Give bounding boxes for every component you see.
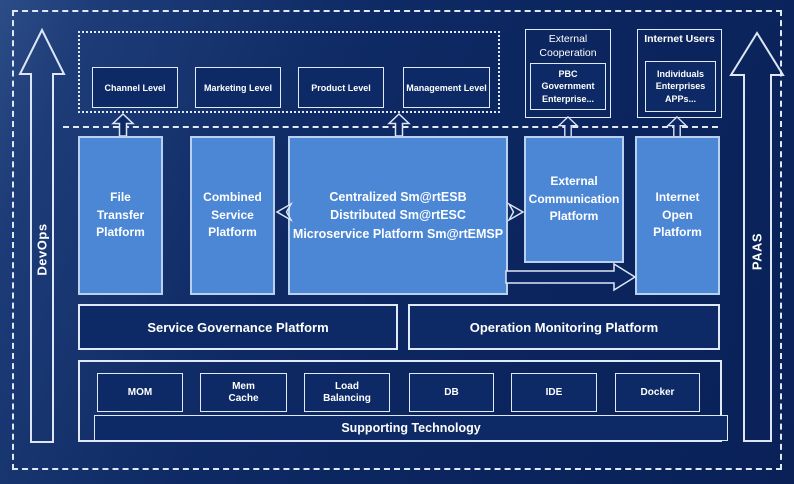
supporting-technology-container xyxy=(78,360,722,442)
file-transfer-platform-box: File Transfer Platform xyxy=(78,136,163,295)
right-chevron-arrow xyxy=(507,202,525,222)
management-level-box: Management Level xyxy=(403,67,490,108)
external-cooperation-title: External Cooperation xyxy=(539,33,597,59)
business-levels-container xyxy=(78,31,500,113)
db-box: DB xyxy=(409,373,494,412)
esb-platform-box: Centralized Sm@rtESB Distributed Sm@rtES… xyxy=(288,136,508,295)
esb-to-internet-open-arrow xyxy=(505,262,637,292)
channel-level-box: Channel Level xyxy=(92,67,178,108)
outer-dashed-frame xyxy=(12,10,782,470)
devops-up-arrow xyxy=(18,27,66,443)
mom-box: MOM xyxy=(97,373,183,412)
left-chevron-arrow xyxy=(275,202,293,222)
external-communication-platform-box: External Communication Platform xyxy=(524,136,624,263)
internet-users-title: Internet Users xyxy=(644,33,715,45)
combined-service-platform-box: Combined Service Platform xyxy=(190,136,275,295)
external-communication-up-arrow xyxy=(557,115,579,138)
load-balancing-box: Load Balancing xyxy=(304,373,390,412)
internet-users-group: Internet Users Individuals Enterprises A… xyxy=(637,29,722,118)
docker-box: Docker xyxy=(615,373,700,412)
file-transfer-up-arrow xyxy=(111,112,135,137)
devops-rail-label: DevOps xyxy=(34,223,50,276)
operation-monitoring-platform-box: Operation Monitoring Platform xyxy=(408,304,720,350)
supporting-technology-bar: Supporting Technology xyxy=(94,415,728,441)
paas-rail-label: PAAS xyxy=(749,232,765,271)
paas-up-arrow xyxy=(729,31,785,442)
esb-up-arrow xyxy=(387,112,411,137)
product-level-box: Product Level xyxy=(298,67,384,108)
ide-box: IDE xyxy=(511,373,597,412)
internet-open-up-arrow xyxy=(666,115,688,138)
external-cooperation-group: External Cooperation PBC Government Ente… xyxy=(525,29,611,118)
layer-separator-dashed-line xyxy=(63,126,718,128)
external-cooperation-members: PBC Government Enterprise... xyxy=(530,63,606,110)
service-governance-platform-box: Service Governance Platform xyxy=(78,304,398,350)
internet-open-platform-box: Internet Open Platform xyxy=(635,136,720,295)
mem-cache-box: Mem Cache xyxy=(200,373,287,412)
marketing-level-box: Marketing Level xyxy=(195,67,281,108)
internet-users-members: Individuals Enterprises APPs... xyxy=(645,61,716,112)
